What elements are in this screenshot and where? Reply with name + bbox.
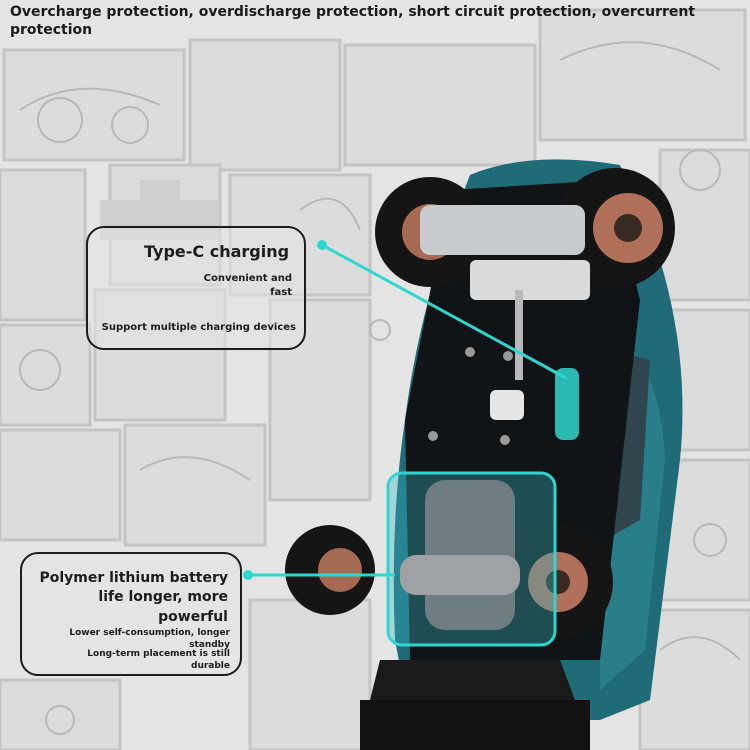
battery-durable-text-line2: durable: [191, 661, 230, 671]
type-c-charging-callout: Type-C charging Convenient and fast Supp…: [86, 226, 306, 350]
charging-convenient-text: Convenient and: [203, 273, 292, 284]
battery-title-line1: Polymer lithium battery: [39, 570, 228, 586]
charging-devices-text: Support multiple charging devices: [101, 322, 296, 333]
charging-fast-text: fast: [270, 287, 292, 298]
battery-standby-text: Lower self-consumption, longer standby: [69, 628, 230, 650]
battery-title-line2: life longer, more powerful: [98, 589, 228, 625]
polymer-battery-callout: Polymer lithium battery life longer, mor…: [20, 552, 242, 676]
battery-durable-text-line1: Long-term placement is still: [87, 649, 230, 659]
type-c-charging-title: Type-C charging: [144, 242, 290, 261]
protection-features-text: Overcharge protection, overdischarge pro…: [10, 4, 696, 38]
